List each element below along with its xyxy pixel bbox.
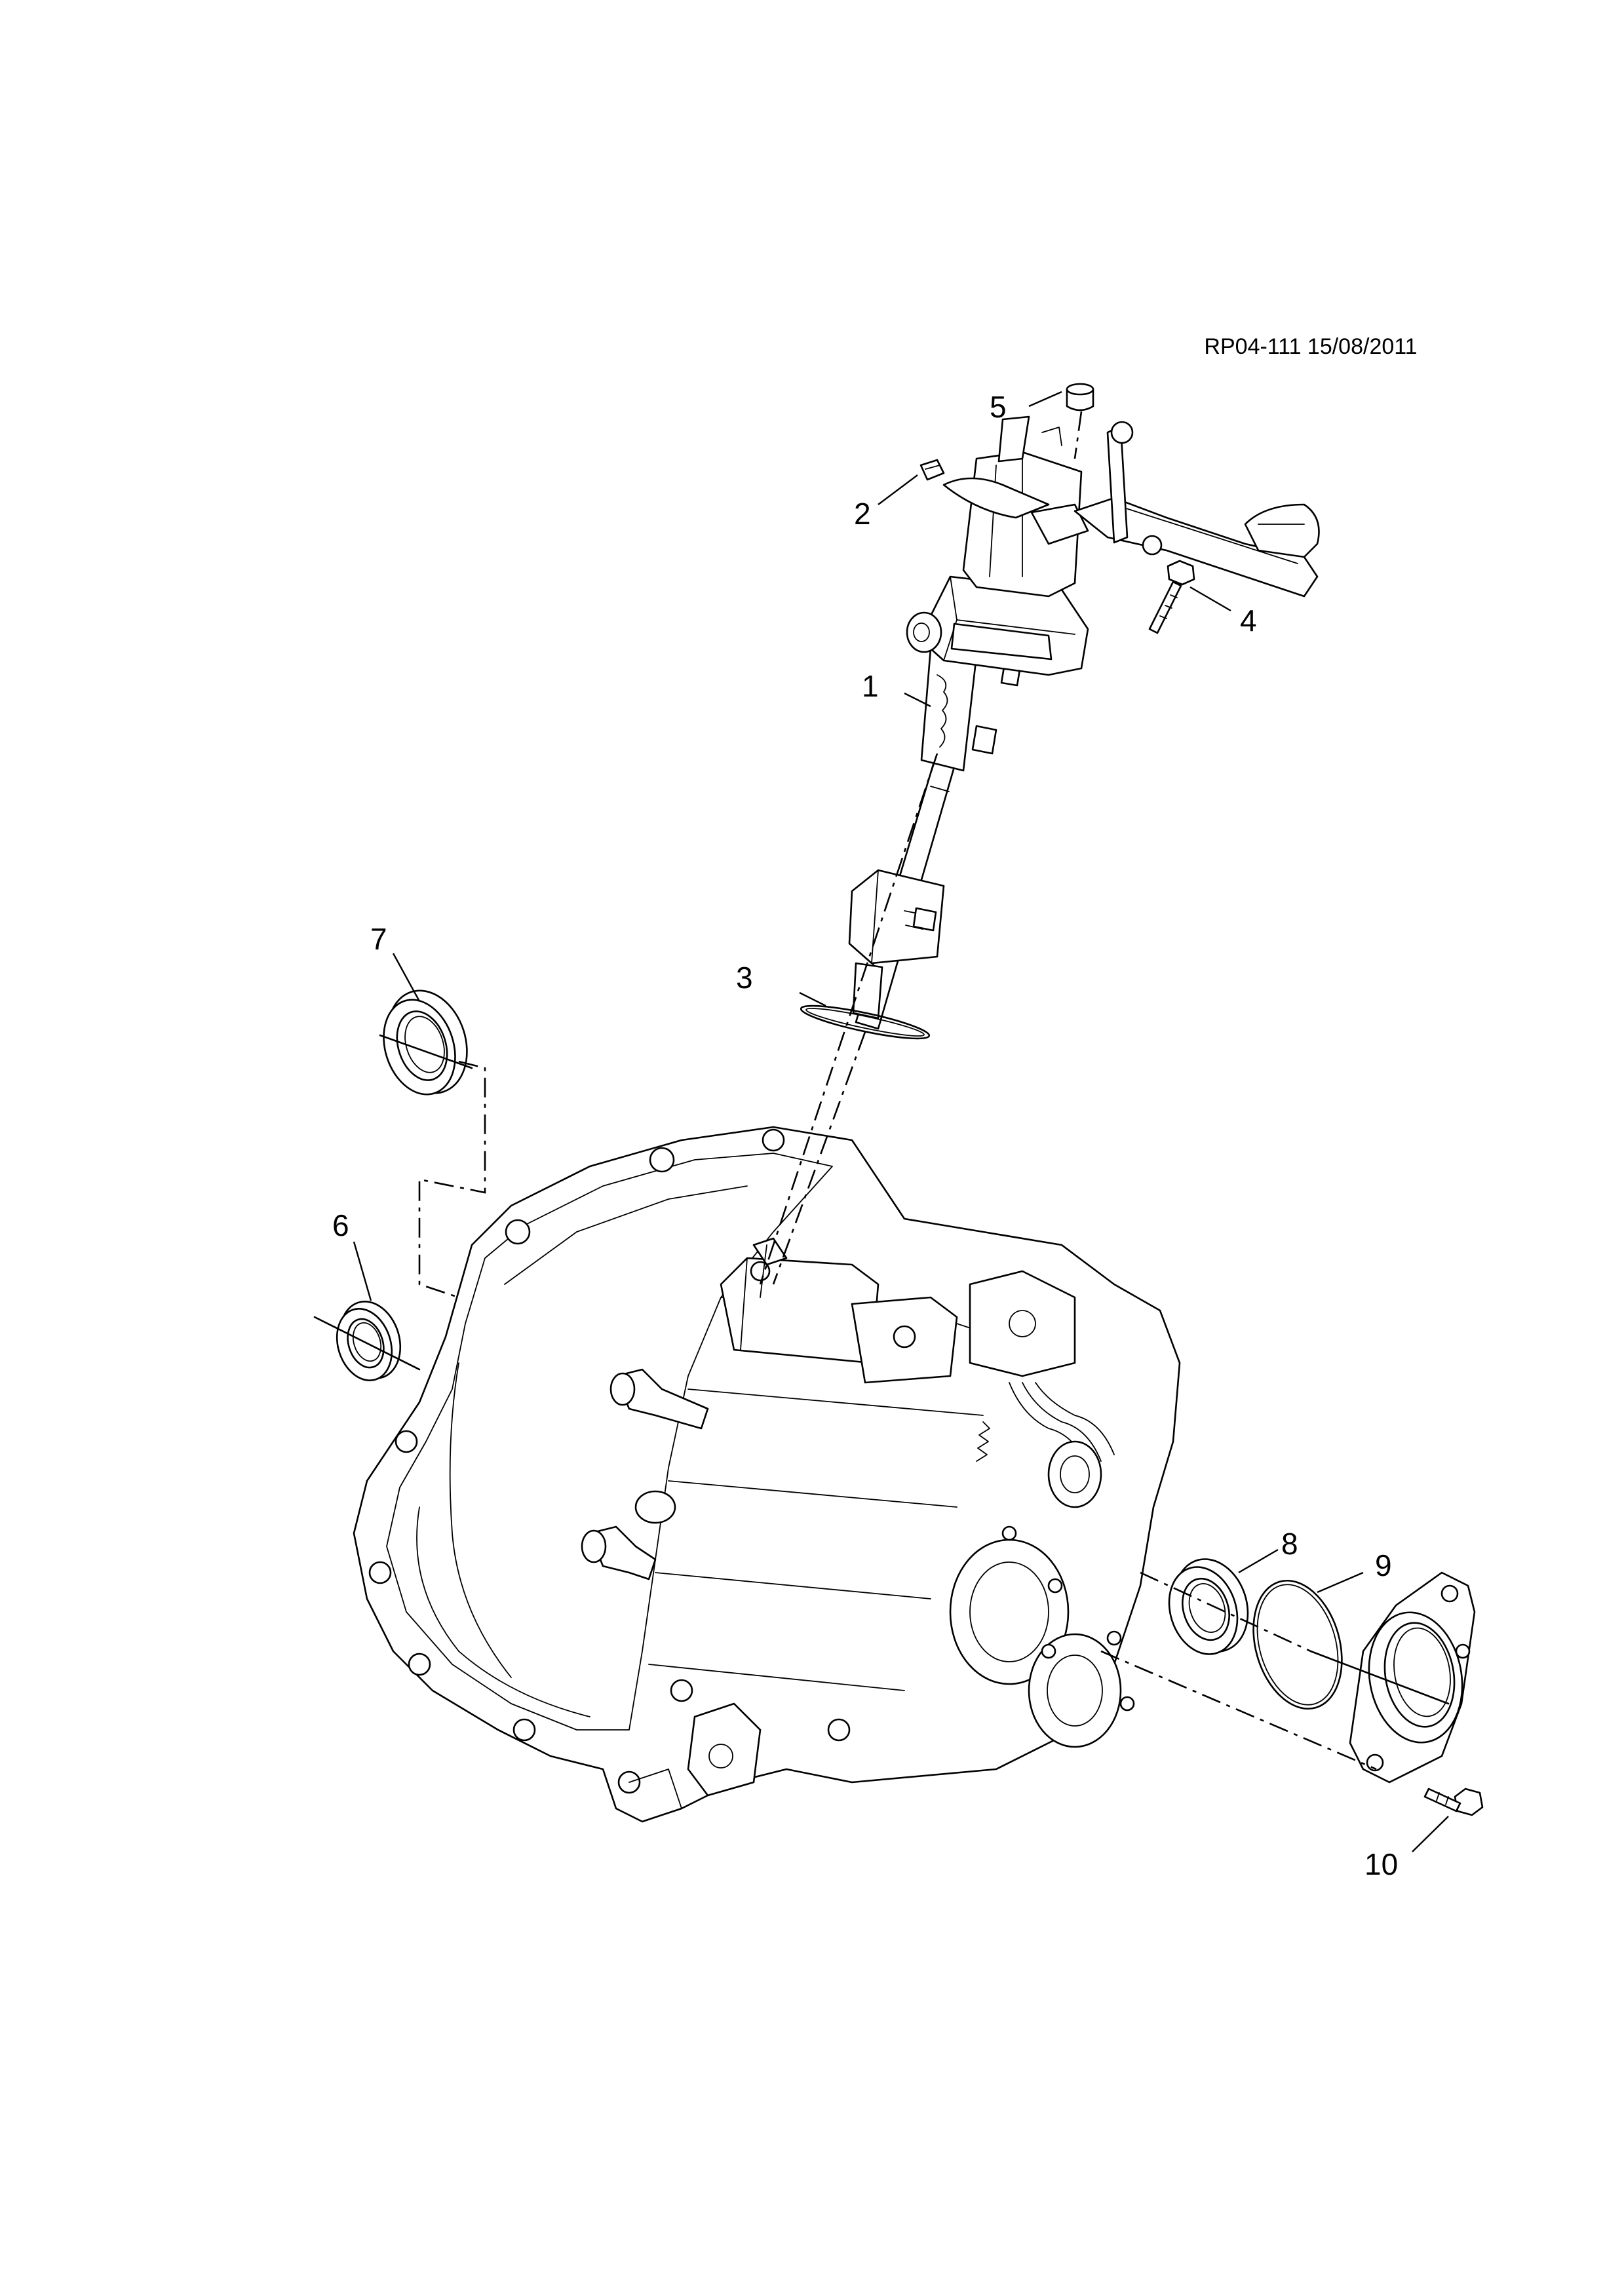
part-10-bolt (1423, 1788, 1484, 1816)
part-3-gasket (800, 1004, 931, 1040)
callout-7: 7 (370, 922, 387, 956)
output-flange-cover (1349, 1571, 1476, 1784)
callout-4: 4 (1240, 603, 1257, 638)
assembly-centerlines (313, 411, 1450, 1770)
callout-leaders (353, 391, 1449, 1852)
part-6-seal (336, 1301, 402, 1381)
callout-2: 2 (854, 497, 871, 531)
part-8-seal (1168, 1558, 1249, 1655)
callout-5: 5 (990, 390, 1007, 424)
callout-10: 10 (1364, 1847, 1398, 1881)
part-2-clip (919, 459, 945, 481)
callout-9: 9 (1375, 1548, 1392, 1582)
callout-1: 1 (862, 669, 879, 703)
part-9-o-ring (1252, 1579, 1343, 1710)
drawing-code: RP04-111 15/08/2011 (1204, 334, 1417, 359)
part-1-shift-tower (848, 415, 1320, 1030)
callout-6: 6 (332, 1208, 349, 1242)
transmission-housing (353, 1126, 1181, 1823)
callout-3: 3 (736, 961, 753, 995)
callout-8: 8 (1281, 1527, 1298, 1561)
part-4-bolt (1148, 560, 1195, 634)
part-7-seal (383, 989, 468, 1096)
part-5-cap (1066, 383, 1094, 411)
callout-labels: 5 2 4 1 3 7 6 8 9 10 (332, 390, 1398, 1881)
